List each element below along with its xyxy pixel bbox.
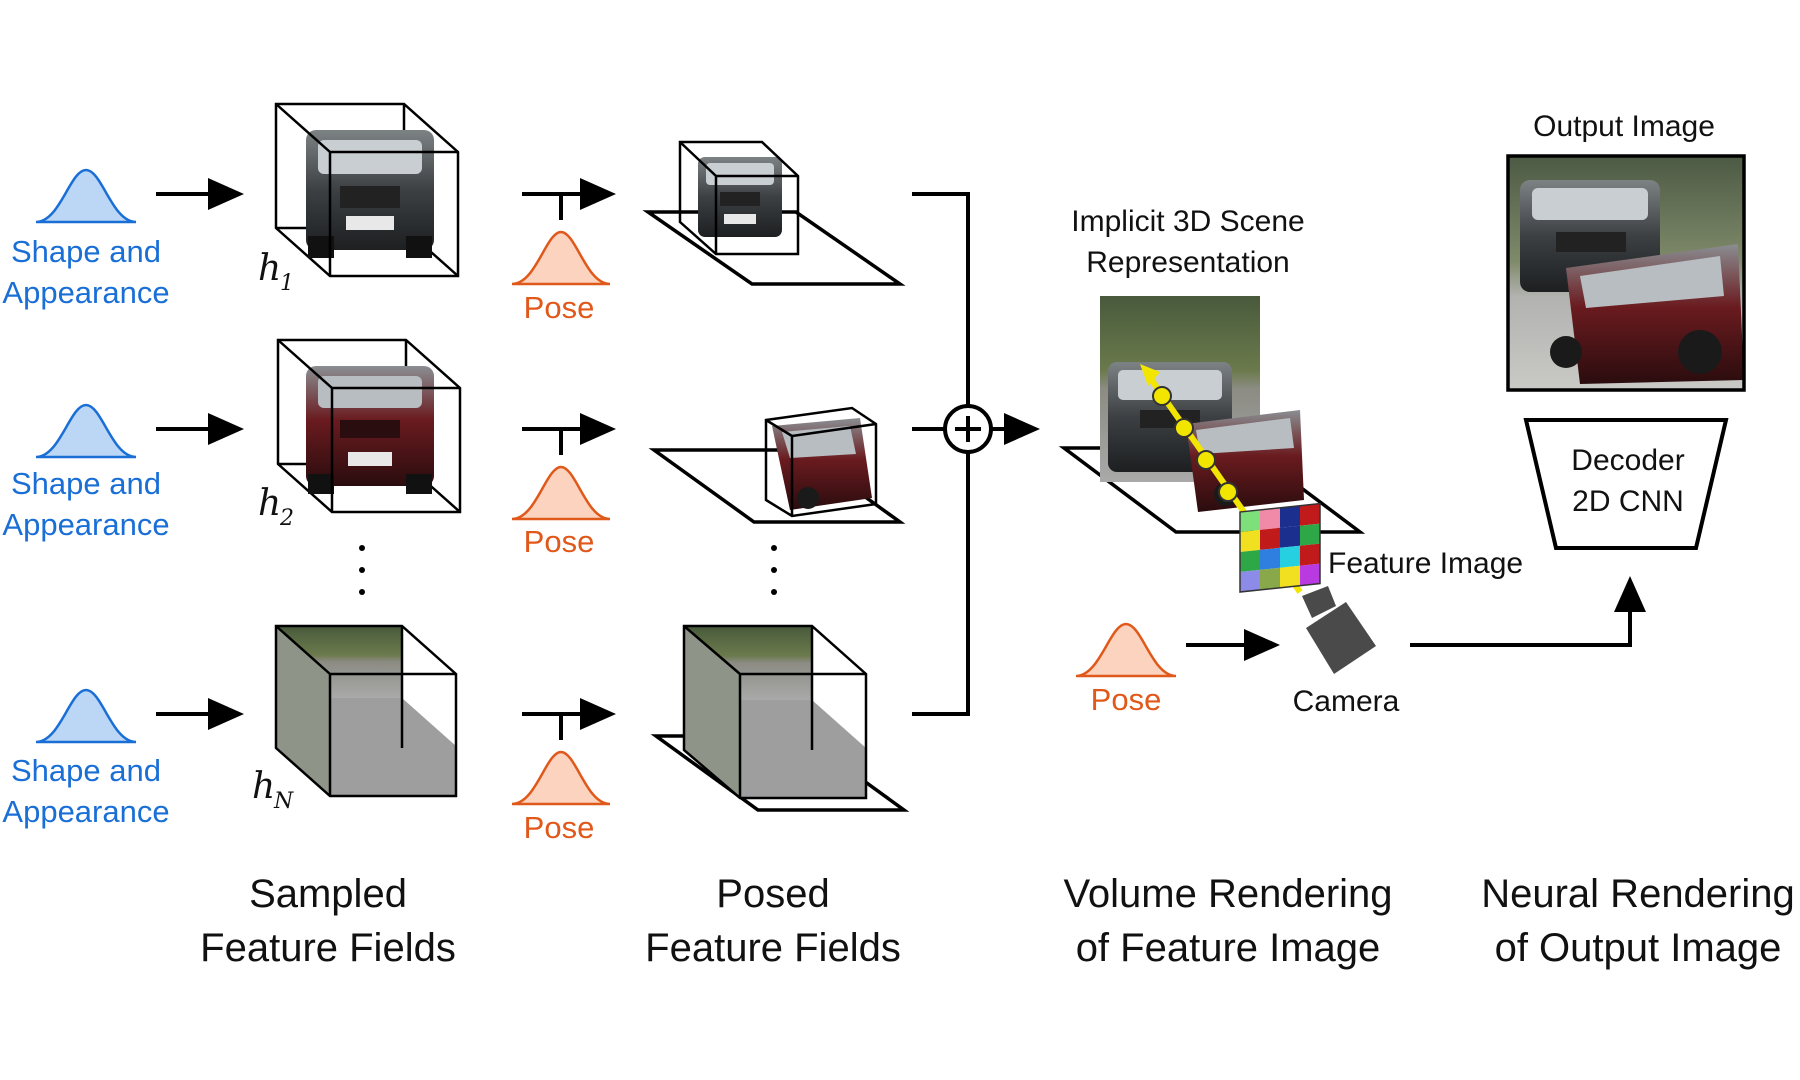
ray-sample-point <box>1218 482 1238 502</box>
stage-caption-line2: Feature Fields <box>645 926 901 970</box>
ray-arrow-icon <box>1140 364 1160 386</box>
latent-label-line2: Appearance <box>2 507 169 542</box>
field-var: h <box>258 248 281 289</box>
background-image <box>276 626 456 796</box>
camera-pose: Pose <box>1075 622 1280 717</box>
feature-image-label: Feature Image <box>1328 547 1523 580</box>
output-car-red <box>1550 244 1744 384</box>
ray-sample-point <box>1152 386 1172 406</box>
decoder-label-line1: Decoder <box>1571 444 1684 477</box>
cube-wireframe <box>764 406 878 518</box>
pose-label: Pose <box>524 810 595 845</box>
stage-caption-line2: Feature Fields <box>200 926 456 970</box>
decoder-label-line2: 2D CNN <box>1572 485 1684 518</box>
cube-wireframe <box>682 624 868 800</box>
latent-row-2: Shape and Appearance <box>2 403 244 542</box>
vertical-ellipsis <box>771 545 777 595</box>
pose-gaussian-icon <box>511 230 611 286</box>
cube-wireframe <box>678 140 800 256</box>
output-image <box>1506 154 1746 392</box>
latent-row-3: Shape and Appearance <box>2 688 244 829</box>
stage-caption-line1: Sampled <box>249 872 407 916</box>
pose-gaussian-icon <box>511 465 611 521</box>
feature-field-1: h 1 <box>258 102 460 296</box>
decoder-block: Decoder 2D CNN <box>1523 418 1729 550</box>
arrow-camera-to-decoder <box>1410 576 1646 647</box>
composition-plus-icon <box>943 404 993 454</box>
latent-gaussian-icon <box>35 688 137 744</box>
latent-gaussian-icon <box>35 168 137 224</box>
field-var: h <box>252 766 275 807</box>
car-gray-image <box>306 130 434 258</box>
pose-gaussian-icon <box>511 750 611 806</box>
pose-row-1: Pose <box>511 178 616 325</box>
composition-bracket <box>912 192 970 716</box>
pose-label: Pose <box>524 524 595 559</box>
car-red-image <box>306 366 434 494</box>
cube-front-edges <box>277 339 460 512</box>
latent-label-line2: Appearance <box>2 794 169 829</box>
posed-field-3 <box>650 624 910 812</box>
pose-label: Pose <box>524 290 595 325</box>
field-sub: N <box>273 789 294 814</box>
ground-plane <box>648 448 906 524</box>
posed-field-2 <box>648 406 906 524</box>
stage-caption-line2: of Feature Image <box>1076 926 1381 970</box>
latent-label-line1: Shape and <box>11 234 161 269</box>
background-image <box>684 626 866 798</box>
field-var: h <box>258 483 281 524</box>
pose-row-3: Pose <box>511 698 616 845</box>
feature-field-2: h 2 <box>258 338 462 531</box>
feature-field-3: h N <box>252 624 458 814</box>
pose-label: Pose <box>1091 682 1162 717</box>
latent-row-1: Shape and Appearance <box>2 168 244 310</box>
decoder-trapezoid <box>1523 418 1729 550</box>
output-image-label: Output Image <box>1533 110 1715 143</box>
cube-front-edges <box>275 103 458 276</box>
feature-image-grid <box>1239 502 1321 593</box>
scene-label-line1: Implicit 3D Scene <box>1071 205 1304 238</box>
stage-caption-line1: Posed <box>716 872 829 916</box>
stage-caption-line1: Volume Rendering <box>1063 872 1392 916</box>
camera-icon <box>1302 586 1376 674</box>
cube-wireframe <box>274 624 458 798</box>
posed-field-1 <box>642 140 906 286</box>
latent-label-line1: Shape and <box>11 466 161 501</box>
scene-label-line2: Representation <box>1086 246 1289 279</box>
pose-gaussian-icon <box>1075 622 1177 678</box>
car-gray-image <box>698 157 782 237</box>
vertical-ellipsis <box>359 545 365 595</box>
field-sub: 1 <box>280 271 294 296</box>
ray-sample-point <box>1196 450 1216 470</box>
stage-caption-line1: Neural Rendering <box>1481 872 1795 916</box>
latent-gaussian-icon <box>35 403 137 459</box>
implicit-scene <box>1058 296 1366 594</box>
latent-label-line2: Appearance <box>2 275 169 310</box>
latent-label-line1: Shape and <box>11 753 161 788</box>
field-sub: 2 <box>279 506 294 531</box>
cube-front-edges <box>275 625 456 796</box>
ray-sample-point <box>1174 418 1194 438</box>
camera-label: Camera <box>1293 685 1400 718</box>
stage-caption-line2: of Output Image <box>1495 926 1782 970</box>
pose-row-2: Pose <box>511 413 616 559</box>
